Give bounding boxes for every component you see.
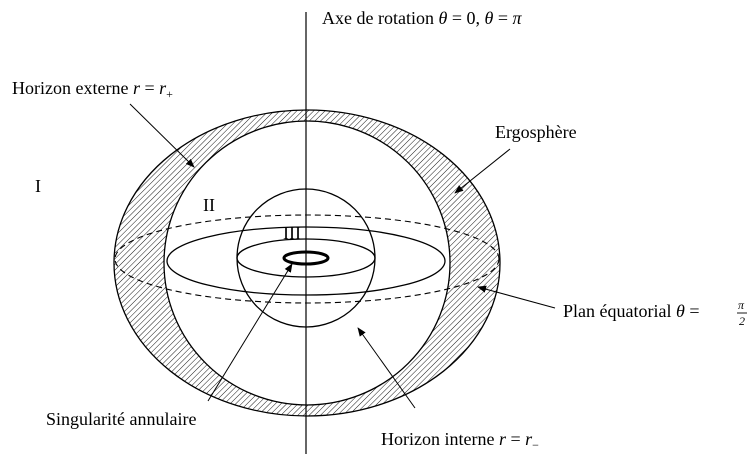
arrow-ring-singularity [207, 263, 293, 402]
rotation-axis-label: Axe de rotation θ = 0, θ = π [322, 8, 522, 28]
arrow-outer-horizon [129, 103, 195, 168]
region-iii-label: III [283, 223, 301, 243]
ergosphere-label: Ergosphère [495, 122, 577, 142]
arrow-ergosphere [454, 148, 511, 194]
equatorial-plane-label: Plan équatorial θ = [563, 301, 699, 321]
ring-singularity-label: Singularité annulaire [46, 409, 196, 429]
equatorial-plane-frac-den: 2 [739, 314, 745, 328]
arrow-inner-horizon [357, 327, 416, 409]
region-ii-label: II [203, 195, 215, 215]
outer-horizon-circle [163, 120, 451, 406]
region-i-label: I [35, 176, 41, 196]
arrow-equatorial-plane [477, 285, 556, 309]
outer-horizon-label: Horizon externe r = r+ [12, 78, 173, 101]
equatorial-plane-frac-num: π [738, 298, 745, 312]
ergosurface-outline [113, 109, 501, 417]
inner-horizon-label: Horizon interne r = r− [381, 429, 539, 452]
equatorial-plane-ellipse [114, 214, 500, 304]
